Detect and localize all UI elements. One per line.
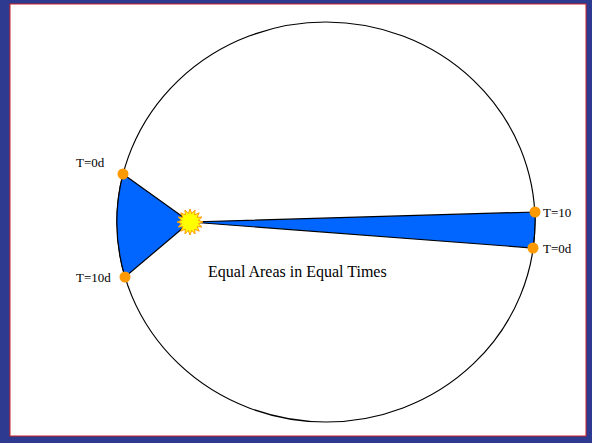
time-label: T=10d — [76, 271, 111, 284]
time-label: T=10 — [543, 206, 571, 219]
planet-dot — [528, 243, 539, 254]
sun-star — [177, 209, 203, 235]
planet-dot — [120, 272, 131, 283]
orbit-ellipse — [117, 22, 535, 422]
time-label: T=0d — [76, 156, 104, 169]
law-caption: Equal Areas in Equal Times — [208, 264, 387, 280]
time-label: T=0d — [543, 242, 571, 255]
area-wedge — [190, 212, 535, 248]
sun-symbol — [177, 209, 203, 235]
planet-dot — [530, 207, 541, 218]
planet-dot — [118, 169, 129, 180]
slide-panel — [10, 4, 586, 436]
